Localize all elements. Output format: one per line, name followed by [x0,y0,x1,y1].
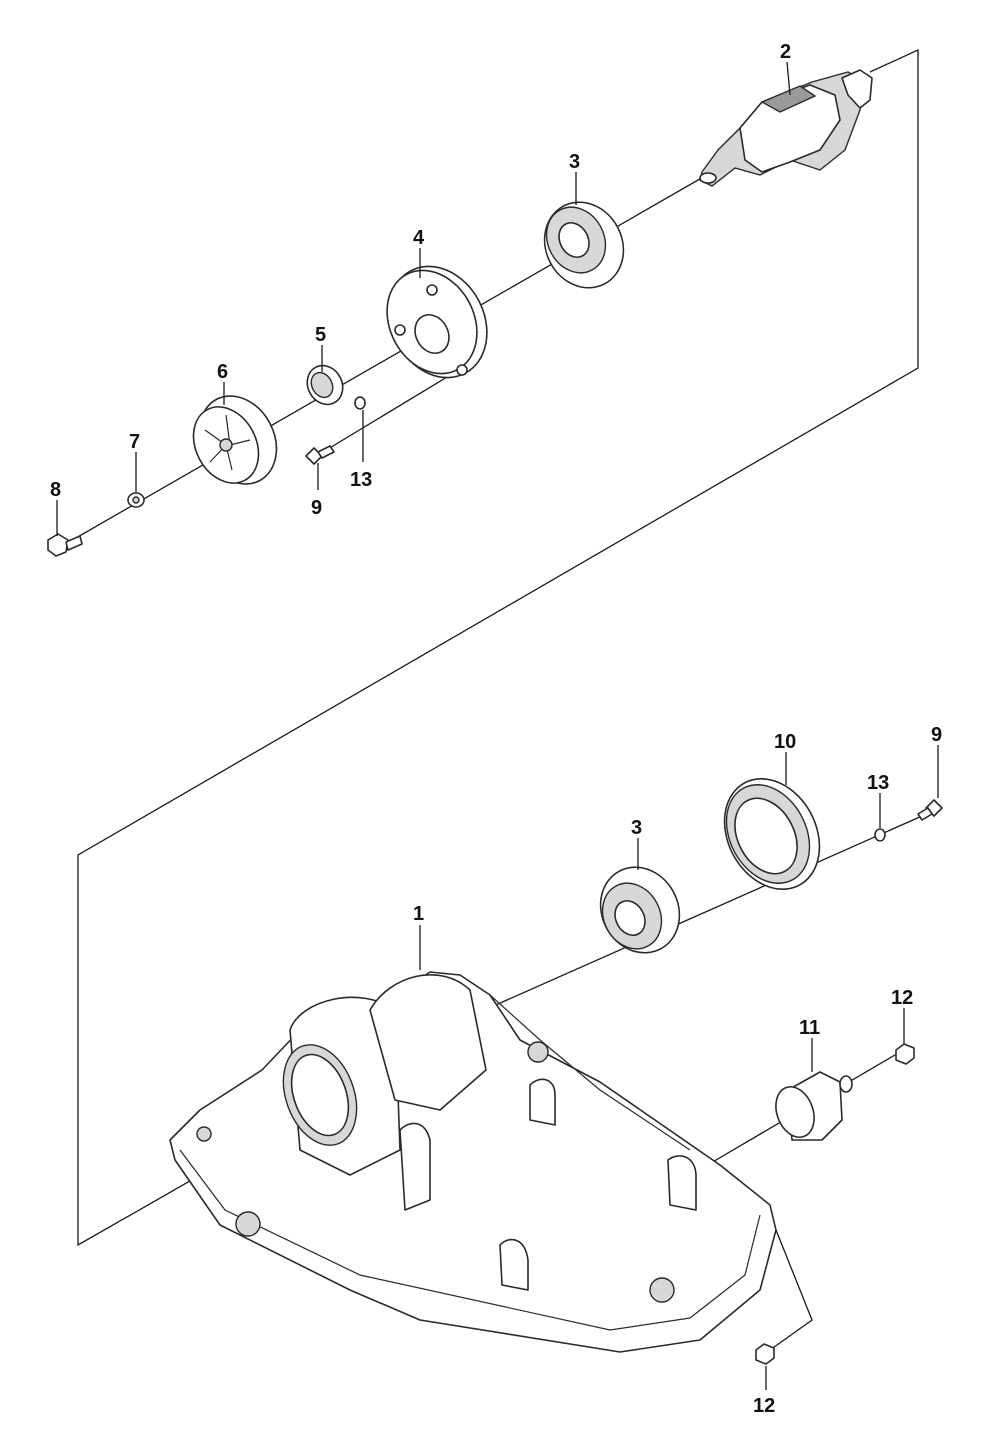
screw-upper-part [305,445,335,465]
bearing-cover-part [386,265,488,379]
callout-4: 4 [413,227,425,249]
callout-13-upper: 13 [350,469,372,491]
callout-7: 7 [129,431,140,453]
callout-3-lower: 3 [631,817,642,839]
rubber-mount-part [775,1071,853,1141]
bearing-upper-part [543,201,625,289]
callout-2: 2 [780,41,791,63]
callout-6: 6 [217,361,228,383]
callout-3-upper: 3 [569,151,580,173]
bolt-part [47,533,83,557]
callout-1: 1 [413,903,424,925]
connection-frame [77,48,919,1247]
small-washer-lower-part [874,828,886,842]
washer-part [127,492,145,508]
callout-9-upper: 9 [311,497,322,519]
nut-lower-part [755,1343,775,1365]
bearing-lower-part [599,866,681,954]
callout-11: 11 [799,1017,820,1039]
callout-13-lower: 13 [867,772,889,794]
callout-12-lower: 12 [753,1395,775,1417]
base-plate-part [169,971,777,1353]
callout-5: 5 [315,324,326,346]
callout-12-upper: 12 [891,987,913,1009]
screw-lower-part [917,799,943,821]
leader-lines [56,61,939,1390]
small-washer-upper-part [354,396,366,410]
shaft-part [699,69,873,187]
nut-upper-part [895,1043,915,1065]
callout-9-lower: 9 [931,724,942,746]
seal-ring-part [306,364,344,406]
bearing-flange-part [723,777,821,891]
callout-8: 8 [50,479,61,501]
cover-screw-axis [317,367,463,456]
pulley-part [192,395,278,485]
callout-10: 10 [774,731,796,753]
lower-assembly-axis [479,807,941,1013]
